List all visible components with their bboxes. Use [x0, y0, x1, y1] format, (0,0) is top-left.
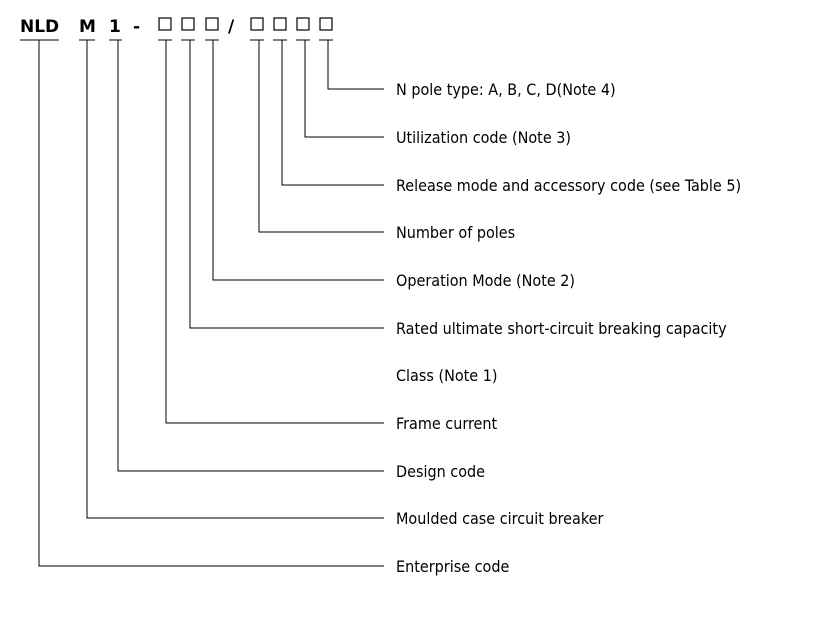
leader-line-breaking-capacity [189, 40, 384, 329]
placeholder-box-n-pole [319, 17, 333, 31]
label-operation-mode: Operation Mode (Note 2) [396, 271, 575, 290]
leader-line-utilization [304, 40, 384, 138]
label-design-code: Design code [396, 462, 485, 481]
leader-line-operation-mode [212, 40, 384, 281]
leader-line-design-code [117, 40, 384, 472]
leader-line-n-pole [327, 40, 384, 90]
label-n-pole-type: N pole type: A, B, C, D(Note 4) [396, 80, 616, 99]
leader-lines [38, 40, 384, 567]
label-enterprise-code: Enterprise code [396, 557, 509, 576]
placeholder-box-frame-current [158, 17, 172, 31]
leader-line-enterprise-code [38, 40, 384, 567]
placeholder-box-breaking-capacity [181, 17, 195, 31]
label-moulded-case-circuit-breaker: Moulded case circuit breaker [396, 509, 603, 528]
label-release-mode: Release mode and accessory code (see Tab… [396, 176, 741, 195]
model-code: NLD M 1 - / [20, 17, 333, 41]
code-segment-slash: / [228, 17, 235, 37]
label-class: Class (Note 1) [396, 366, 497, 385]
label-utilization-code: Utilization code (Note 3) [396, 128, 571, 147]
label-frame-current: Frame current [396, 414, 498, 433]
code-segment-1: 1 [109, 17, 121, 37]
leader-line-poles [258, 40, 384, 233]
leader-line-release-mode [281, 40, 384, 186]
code-segment-nld: NLD [20, 17, 59, 37]
placeholder-box-release-mode [273, 17, 287, 31]
leader-line-frame-current [165, 40, 384, 424]
code-segment-dash: - [133, 17, 140, 37]
leader-line-mccb [86, 40, 384, 519]
labels: N pole type: A, B, C, D(Note 4) Utilizat… [396, 80, 741, 576]
label-breaking-capacity: Rated ultimate short-circuit breaking ca… [396, 319, 727, 338]
placeholder-box-utilization [296, 17, 310, 31]
code-segment-m: M [79, 17, 96, 37]
placeholder-box-operation-mode [205, 17, 219, 31]
label-number-of-poles: Number of poles [396, 223, 515, 242]
placeholder-box-poles [250, 17, 264, 31]
